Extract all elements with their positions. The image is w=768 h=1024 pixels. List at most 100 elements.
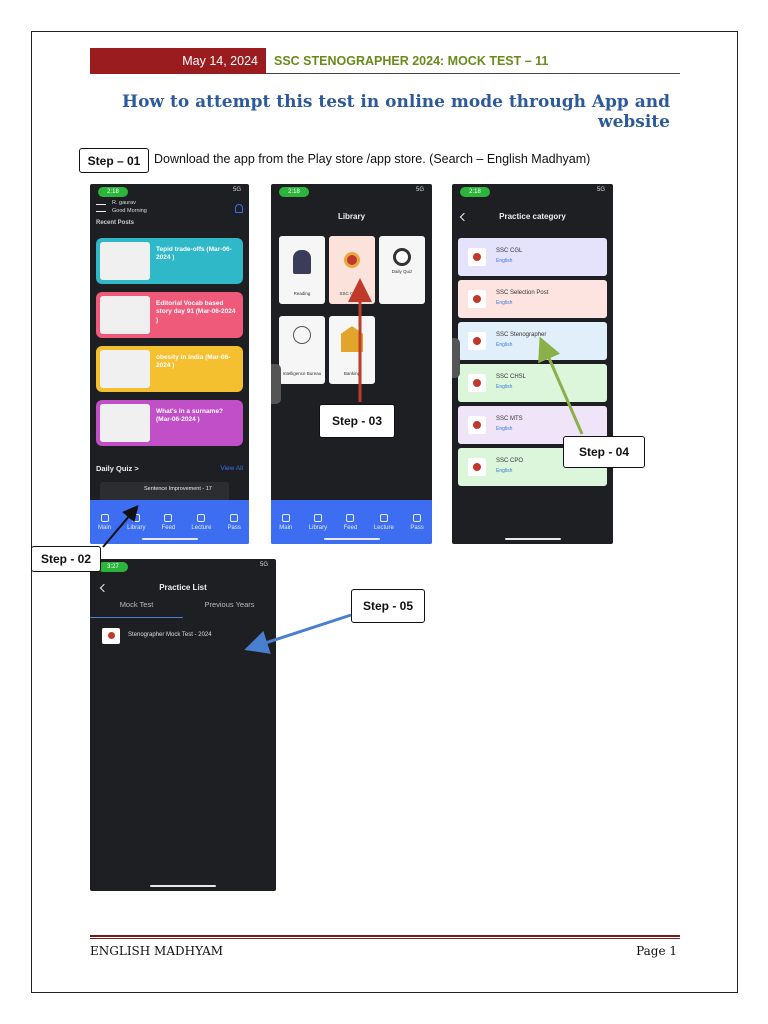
- category-language: English: [496, 384, 513, 390]
- footer-rule: [90, 935, 680, 939]
- nav-pass[interactable]: Pass: [410, 513, 424, 531]
- ssc-logo-icon: [468, 458, 486, 476]
- reading-icon: [293, 250, 311, 274]
- home-indicator: [150, 885, 216, 887]
- library-card-intelligence-bureau[interactable]: Intelligence Bureau: [279, 316, 325, 384]
- phone-screenshot-library: 2:18 5G Library Reading SSC Course Daily…: [271, 184, 432, 544]
- nav-label: Lecture: [373, 524, 394, 531]
- phone-screenshot-practice-list: 3:27 5G Practice List Mock Test Previous…: [90, 559, 276, 891]
- nav-main[interactable]: Main: [279, 513, 293, 531]
- nav-label: Library: [127, 524, 146, 531]
- category-name: SSC Selection Post: [496, 290, 549, 296]
- post-title: Editorial Vocab based story day 91 (Mar-…: [156, 300, 236, 324]
- nav-label: Main: [98, 524, 112, 531]
- drawer-handle[interactable]: [452, 338, 460, 378]
- nav-label: Main: [279, 524, 293, 531]
- bottom-nav: Main Library Feed Lecture Pass: [90, 500, 249, 544]
- phone-screenshot-practice-category: 2:18 5G Practice category SSC CGL Englis…: [452, 184, 613, 544]
- drawer-handle[interactable]: [271, 364, 281, 404]
- home-indicator: [323, 538, 380, 540]
- list-item-title: Stenographer Mock Test - 2024: [128, 632, 212, 638]
- library-card-daily-quiz[interactable]: Daily Quiz: [379, 236, 425, 304]
- category-language: English: [496, 300, 513, 306]
- category-card[interactable]: SSC Selection Post English: [458, 280, 607, 318]
- post-title: What's in a surname? (Mar-06-2024 ): [156, 408, 223, 424]
- category-language: English: [496, 426, 513, 432]
- nav-pass[interactable]: Pass: [228, 513, 241, 531]
- list-item[interactable]: Stenographer Mock Test - 2024: [90, 626, 276, 648]
- status-bar: 3:27 5G: [90, 559, 276, 573]
- nav-library[interactable]: Library: [308, 513, 328, 531]
- card-label: SSC Course: [339, 291, 365, 296]
- nav-label: Library: [308, 524, 328, 531]
- home-indicator: [504, 538, 561, 540]
- app-top-bar: R. gaurav Good Morning: [90, 198, 249, 220]
- step-01-instruction: Download the app from the Play store /ap…: [154, 152, 591, 166]
- post-card[interactable]: What's in a surname? (Mar-06-2024 ): [96, 400, 243, 446]
- view-all-link[interactable]: View All: [220, 465, 243, 472]
- step-03-label: Step - 03: [319, 404, 395, 438]
- daily-quiz-heading[interactable]: Daily Quiz >: [96, 464, 139, 473]
- post-card[interactable]: obesity in India (Mar-06-2024 ): [96, 346, 243, 392]
- step-05-label: Step - 05: [351, 589, 425, 623]
- library-card-reading[interactable]: Reading: [279, 236, 325, 304]
- home-indicator: [141, 538, 198, 540]
- step-02-label: Step - 02: [31, 546, 101, 572]
- step-04-text: Step - 04: [578, 445, 629, 459]
- nav-feed[interactable]: Feed: [344, 513, 357, 531]
- step-04-label: Step - 04: [563, 436, 645, 468]
- ssc-logo-icon: [468, 248, 486, 266]
- tab-previous-years[interactable]: Previous Years: [204, 600, 255, 609]
- status-signal: 5G: [415, 187, 424, 193]
- step-05-text: Step - 05: [362, 599, 413, 613]
- bank-icon: [341, 326, 363, 352]
- ssc-logo-icon: [344, 252, 360, 268]
- category-language: English: [496, 258, 513, 264]
- card-label: Intelligence Bureau: [282, 371, 322, 376]
- section-title: Recent Posts: [96, 220, 135, 226]
- status-time: 2:18: [279, 187, 309, 197]
- nav-main[interactable]: Main: [98, 513, 112, 531]
- category-card[interactable]: SSC CHSL English: [458, 364, 607, 402]
- quiz-item-title: Sentence Improvement - 17: [144, 486, 212, 492]
- nav-library[interactable]: Library: [127, 513, 146, 531]
- ssc-logo-icon: [468, 416, 486, 434]
- nav-lecture[interactable]: Lecture: [191, 513, 212, 531]
- post-card[interactable]: Tepid trade-offs (Mar-06-2024 ): [96, 238, 243, 284]
- category-card[interactable]: SSC Stenographer English: [458, 322, 607, 360]
- nav-feed[interactable]: Feed: [161, 513, 176, 531]
- post-thumbnail: [100, 296, 150, 334]
- footer-brand: ENGLISH MADHYAM: [90, 944, 224, 958]
- library-card-ssc-course[interactable]: SSC Course: [329, 236, 375, 304]
- emblem-icon: [293, 326, 311, 344]
- library-icon: [132, 513, 141, 522]
- tab-mock-test[interactable]: Mock Test: [90, 598, 183, 618]
- category-card[interactable]: SSC CGL English: [458, 238, 607, 276]
- screen-title: Practice category: [499, 212, 566, 221]
- header-title: SSC STENOGRAPHER 2024: MOCK TEST – 11: [266, 48, 680, 74]
- ssc-logo-icon: [468, 290, 486, 308]
- user-name: R. gaurav: [112, 200, 136, 206]
- nav-lecture[interactable]: Lecture: [373, 513, 394, 531]
- menu-icon[interactable]: [96, 204, 106, 212]
- step-02-text: Step - 02: [40, 552, 91, 566]
- post-thumbnail: [100, 404, 150, 442]
- feed-icon: [164, 513, 173, 522]
- quiz-item[interactable]: Sentence Improvement - 17: [100, 482, 229, 504]
- category-name: SSC CPO: [496, 458, 524, 464]
- bell-icon[interactable]: [235, 204, 243, 213]
- post-thumbnail: [100, 242, 150, 280]
- screen-title: Practice List: [159, 583, 207, 592]
- bottom-nav: Main Library Feed Lecture Pass: [271, 500, 432, 544]
- header-date: May 14, 2024: [90, 48, 266, 74]
- post-card[interactable]: Editorial Vocab based story day 91 (Mar-…: [96, 292, 243, 338]
- step-03-text: Step - 03: [331, 414, 382, 428]
- nav-label: Lecture: [191, 524, 212, 531]
- page-heading: How to attempt this test in online mode …: [122, 92, 670, 132]
- library-card-banking[interactable]: Banking: [329, 316, 375, 384]
- nav-label: Feed: [161, 524, 176, 531]
- feed-icon: [346, 513, 355, 522]
- screen-title: Library: [337, 212, 366, 221]
- status-time: 3:27: [98, 562, 128, 572]
- status-time: 2:18: [98, 187, 128, 197]
